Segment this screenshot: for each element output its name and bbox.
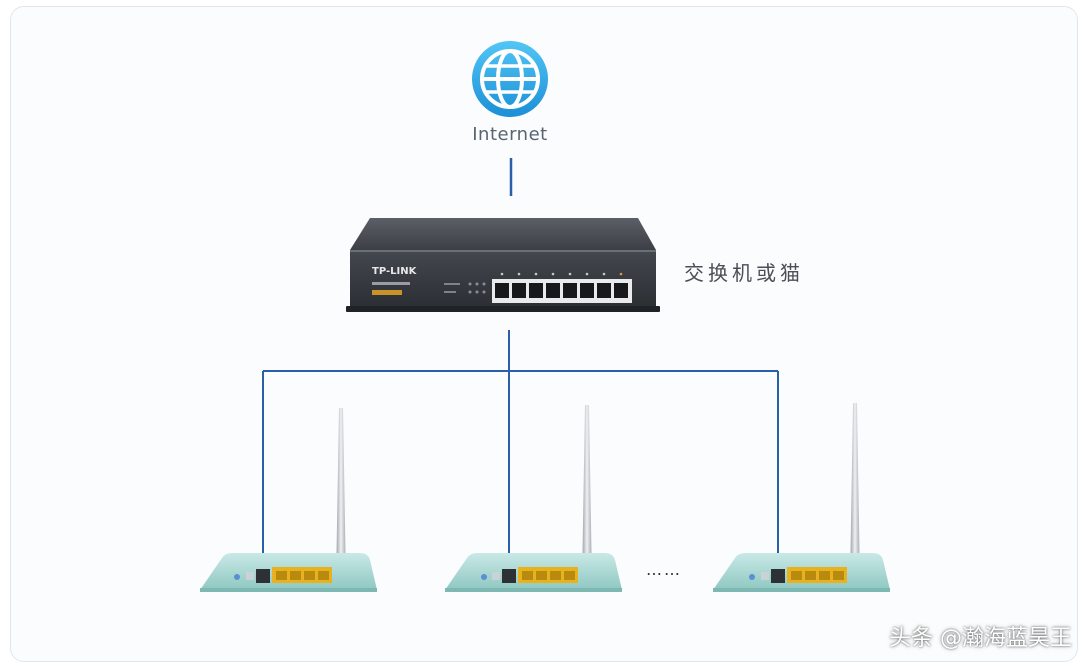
tp-link-logo: TP-LINK — [372, 266, 418, 277]
connection-lines — [262, 330, 779, 574]
router-1 — [200, 408, 377, 592]
globe-icon — [472, 41, 548, 117]
diagram-frame — [10, 6, 1078, 662]
switch-label: 交换机或猫 — [684, 261, 804, 285]
svg-text:TP-LINK: TP-LINK — [372, 266, 418, 277]
more-routers-ellipsis: …… — [646, 560, 682, 579]
port-leds — [500, 272, 623, 276]
internet-label: Internet — [472, 124, 548, 145]
network-switch: TP-LINK — [346, 218, 660, 312]
watermark: 头条 @瀚海蓝昊王 — [889, 626, 1072, 651]
status-leds — [444, 282, 486, 294]
switch-ethernet-ports — [495, 283, 628, 298]
router-2 — [445, 405, 622, 592]
router-3 — [713, 403, 890, 592]
